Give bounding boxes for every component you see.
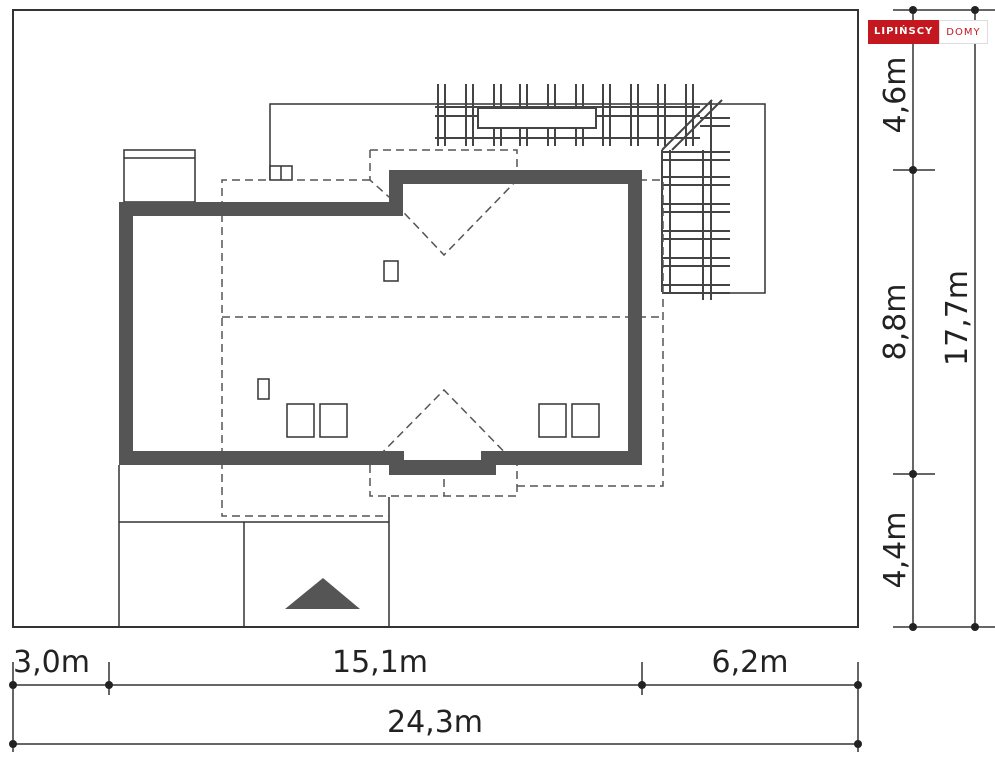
dim-label-top: 4,6m bbox=[878, 57, 913, 134]
dim-label-total-width: 24,3m bbox=[387, 705, 483, 740]
plot-boundary bbox=[12, 9, 859, 628]
brand-suffix: DOMY bbox=[939, 20, 988, 44]
dim-label-left: 3,0m bbox=[13, 645, 90, 680]
vertical-dimension-marks bbox=[909, 6, 979, 631]
entrance-arrow-icon bbox=[285, 578, 360, 609]
brand-name: LIPIŃSCY bbox=[868, 20, 940, 44]
horizontal-dimension-lines bbox=[12, 662, 859, 752]
terrace-outline bbox=[269, 103, 766, 294]
brand-logo: LIPIŃSCY DOMY bbox=[868, 20, 988, 44]
driveway bbox=[118, 465, 390, 627]
horizontal-dimension-marks bbox=[9, 681, 862, 748]
pergola bbox=[435, 84, 730, 300]
dim-label-middle: 15,1m bbox=[332, 645, 428, 680]
dim-label-total-height: 17,7m bbox=[940, 270, 975, 366]
dim-label-bottom: 4,4m bbox=[878, 512, 913, 589]
skylights bbox=[257, 260, 600, 438]
dim-label-right: 6,2m bbox=[712, 645, 789, 680]
dim-label-mid: 8,8m bbox=[878, 284, 913, 361]
